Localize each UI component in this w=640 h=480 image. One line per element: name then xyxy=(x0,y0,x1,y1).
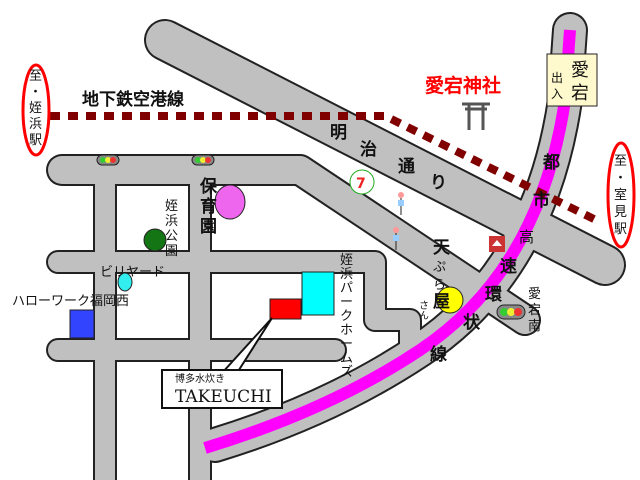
hellowork-label: ハローワーク福岡西 xyxy=(12,294,129,309)
svg-text:ム: ム xyxy=(340,351,353,366)
expressway-line xyxy=(203,29,576,454)
to-muromi-station-sign: 至 ・ 室 見 駅 xyxy=(606,141,636,249)
svg-text:ズ: ズ xyxy=(340,364,353,380)
svg-text:愛: 愛 xyxy=(528,287,541,302)
tempura-marker xyxy=(436,286,464,314)
convenience-store-icon: 7 xyxy=(349,169,375,195)
torii-gate-icon xyxy=(462,102,490,130)
svg-text:駅: 駅 xyxy=(614,222,627,237)
svg-text:入: 入 xyxy=(551,87,563,101)
svg-text:パ: パ xyxy=(340,281,353,296)
svg-text:宕: 宕 xyxy=(528,303,541,318)
takeuchi-marker[interactable] xyxy=(269,298,302,320)
svg-text:都: 都 xyxy=(542,152,560,173)
bus-stop-icon xyxy=(393,227,399,250)
billiard-marker xyxy=(117,272,133,292)
callout-pointer xyxy=(221,317,273,374)
park-homes-marker xyxy=(301,271,335,316)
svg-text:・: ・ xyxy=(614,171,627,186)
bus-stop-icon xyxy=(398,192,404,215)
svg-text:姪: 姪 xyxy=(29,101,42,116)
svg-text:天: 天 xyxy=(433,238,451,258)
atago-minami-label: 愛 宕 南 xyxy=(528,287,541,334)
svg-text:保: 保 xyxy=(199,176,218,197)
traffic-light-icon xyxy=(496,304,526,320)
svg-text:至: 至 xyxy=(614,154,627,169)
svg-text:園: 園 xyxy=(165,244,178,259)
svg-text:姪: 姪 xyxy=(165,199,178,214)
svg-text:ー: ー xyxy=(340,337,353,352)
svg-text:宕: 宕 xyxy=(571,83,589,104)
svg-text:市: 市 xyxy=(533,190,550,211)
takeuchi-callout[interactable]: 博多水炊き TAKEUCHI xyxy=(161,369,283,409)
svg-text:姪: 姪 xyxy=(340,253,353,268)
subway-line-label: 地下鉄空港線 xyxy=(82,89,184,110)
tempura-label: 天 ぷ ら 屋 さん xyxy=(417,238,452,320)
shrine-label: 愛宕神社 xyxy=(425,74,501,97)
svg-text:7: 7 xyxy=(356,176,366,192)
svg-text:高: 高 xyxy=(519,228,534,246)
meiji-dori-label: 明 治 通 り xyxy=(330,123,447,193)
svg-text:駅: 駅 xyxy=(29,133,42,148)
svg-text:ら: ら xyxy=(433,278,446,293)
svg-text:南: 南 xyxy=(528,318,541,334)
park-homes-label: 姪 浜 パ ー ク ホ ー ム ズ xyxy=(340,253,353,380)
hellowork-marker xyxy=(69,309,95,339)
nursery-marker xyxy=(214,184,246,220)
subway-line xyxy=(50,112,602,226)
svg-text:室: 室 xyxy=(614,187,627,203)
svg-text:明: 明 xyxy=(330,123,347,143)
traffic-light-icon xyxy=(96,154,120,166)
svg-text:育: 育 xyxy=(200,196,217,217)
svg-text:速: 速 xyxy=(500,256,517,277)
park-marker xyxy=(143,228,167,252)
billiard-label: ビリヤード xyxy=(100,265,165,280)
nursery-label: 保 育 園 xyxy=(199,176,218,237)
svg-text:愛: 愛 xyxy=(571,60,589,81)
svg-text:状: 状 xyxy=(463,312,481,333)
traffic-light-icon xyxy=(191,154,215,166)
svg-text:見: 見 xyxy=(614,205,627,220)
svg-text:通: 通 xyxy=(398,157,415,177)
svg-text:・: ・ xyxy=(29,85,42,100)
svg-text:浜: 浜 xyxy=(165,214,178,229)
svg-text:線: 線 xyxy=(430,344,447,365)
svg-text:ー: ー xyxy=(340,295,353,310)
svg-text:ク: ク xyxy=(340,309,353,324)
svg-text:至: 至 xyxy=(29,69,42,84)
svg-text:治: 治 xyxy=(360,139,377,160)
park-label: 姪 浜 公 園 xyxy=(165,199,178,259)
svg-text:TAKEUCHI: TAKEUCHI xyxy=(175,387,272,407)
house-icon xyxy=(489,236,505,252)
svg-text:り: り xyxy=(430,173,447,193)
roads xyxy=(46,12,626,480)
svg-text:屋: 屋 xyxy=(433,292,450,312)
svg-text:出: 出 xyxy=(551,71,563,85)
exit-box: 愛 宕 出 入 xyxy=(546,53,598,107)
to-meinohama-station-sign: 至 ・ 姪 浜 駅 xyxy=(21,63,51,157)
svg-text:ホ: ホ xyxy=(340,323,353,338)
svg-text:環: 環 xyxy=(485,285,503,305)
svg-text:浜: 浜 xyxy=(29,117,42,132)
expressway-label: 都 市 高 速 環 状 線 xyxy=(430,152,560,365)
svg-text:園: 園 xyxy=(200,217,217,237)
svg-text:浜: 浜 xyxy=(340,267,353,282)
svg-text:公: 公 xyxy=(165,229,178,244)
svg-text:さん: さん xyxy=(417,300,429,320)
svg-text:博多水炊き: 博多水炊き xyxy=(175,372,225,385)
svg-text:ぷ: ぷ xyxy=(433,260,446,275)
